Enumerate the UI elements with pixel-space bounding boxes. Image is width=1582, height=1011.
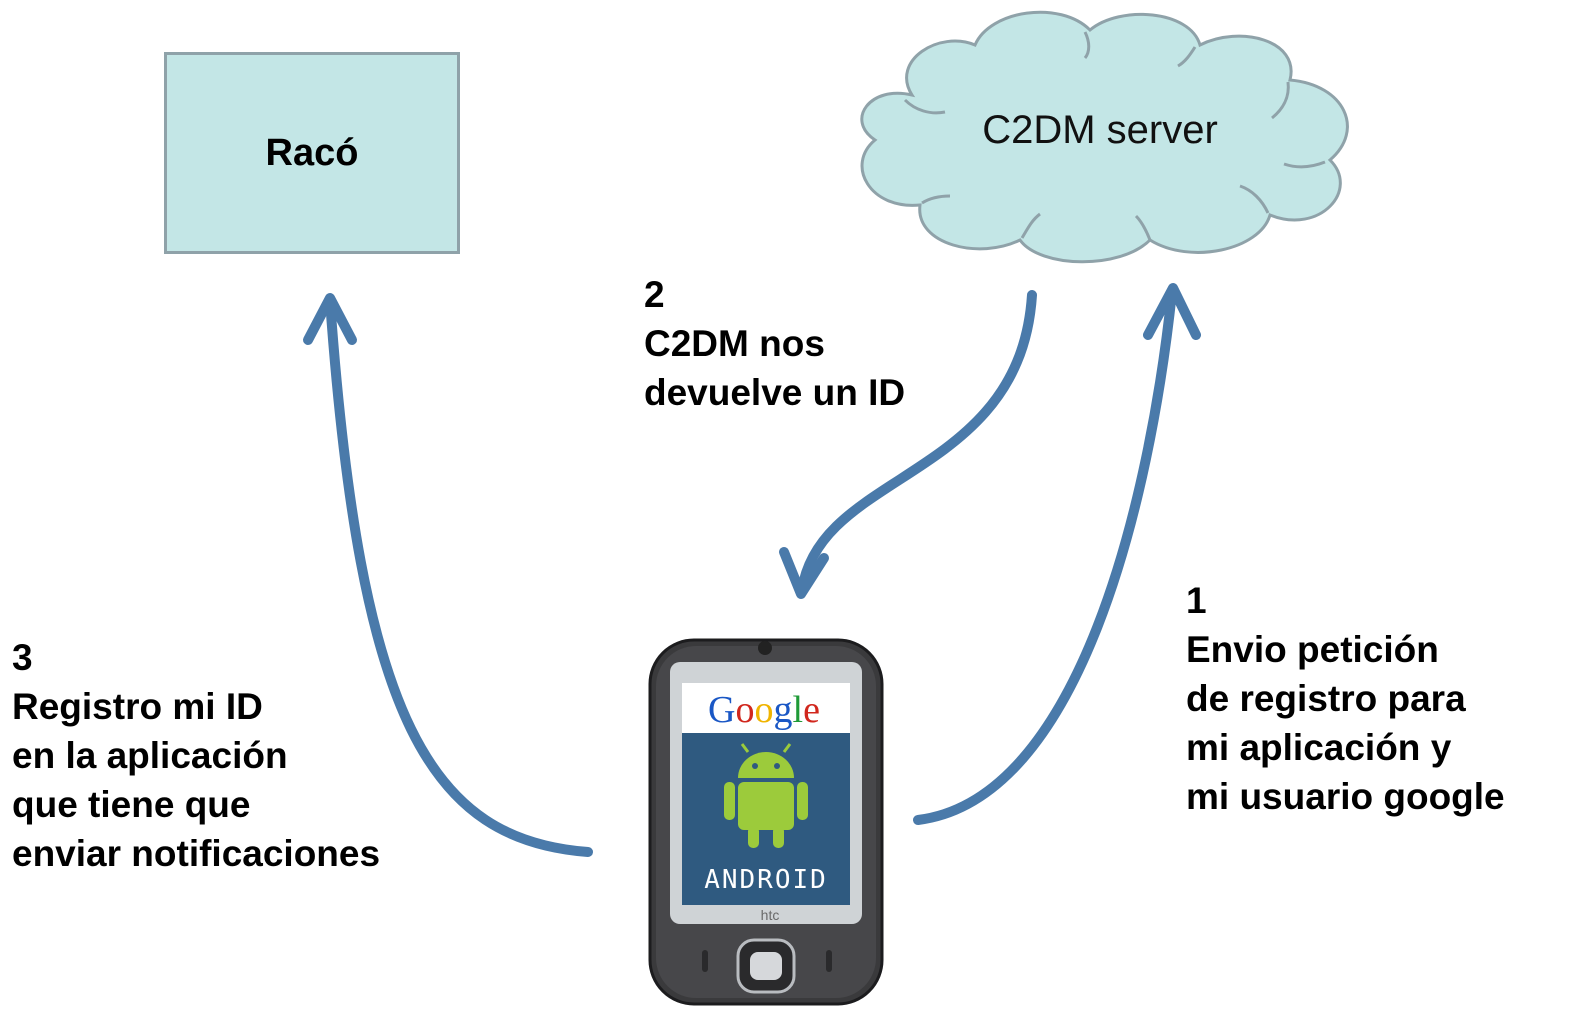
htc-phone: Google ANDROID htc — [648, 638, 884, 1006]
step-3-line: Registro mi ID — [12, 686, 263, 727]
c2dm-server-label: C2DM server — [982, 108, 1218, 152]
step-3-line: enviar notificaciones — [12, 833, 381, 874]
htc-logo-text: htc — [761, 907, 780, 923]
step-1-text: 1 Envio petición de registro para mi apl… — [1186, 576, 1505, 821]
step-2-text: 2 C2DM nos devuelve un ID — [644, 270, 905, 417]
arrow-step-1 — [913, 283, 1201, 825]
step-1-line: Envio petición — [1186, 629, 1439, 670]
step-2-number: 2 — [644, 274, 665, 315]
step-3-text: 3 Registro mi ID en la aplicación que ti… — [12, 633, 380, 878]
step-1-line: mi aplicación y — [1186, 727, 1452, 768]
step-1-number: 1 — [1186, 580, 1207, 621]
step-2-line: devuelve un ID — [644, 372, 906, 413]
arrow-step-3 — [303, 293, 593, 857]
step-3-number: 3 — [12, 637, 33, 678]
android-wordmark: ANDROID — [704, 865, 828, 895]
step-3-line: que tiene que — [12, 784, 251, 825]
raco-label: Racó — [265, 131, 359, 174]
raco-node: Racó — [164, 52, 460, 254]
android-robot-icon — [724, 743, 808, 848]
c2dm-cloud — [860, 10, 1349, 264]
google-logo-text: Google — [708, 689, 820, 731]
step-1-line: de registro para — [1186, 678, 1466, 719]
step-1-line: mi usuario google — [1186, 776, 1505, 817]
arrow-step-2 — [779, 290, 1037, 599]
step-2-line: C2DM nos — [644, 323, 825, 364]
step-3-line: en la aplicación — [12, 735, 288, 776]
